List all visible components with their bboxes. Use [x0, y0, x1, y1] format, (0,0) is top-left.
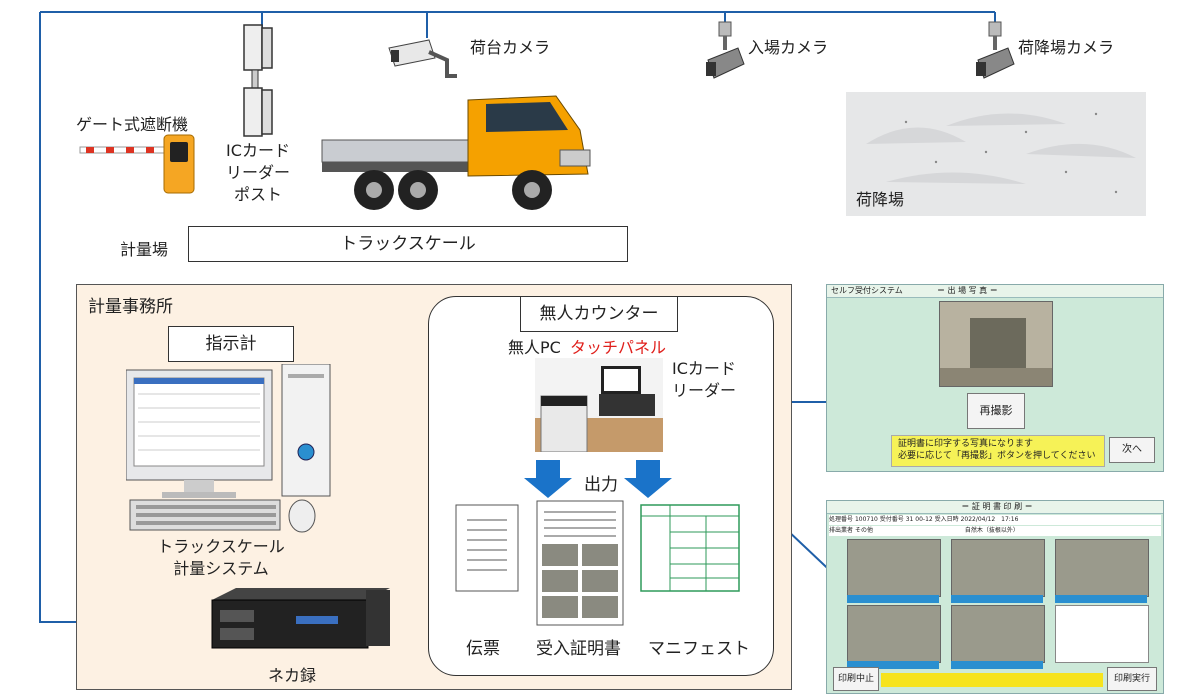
computer-icon	[126, 364, 331, 533]
recorder-label: ネカ録	[268, 666, 317, 685]
unloading-area-label: 荷降場	[856, 190, 905, 209]
entry-camera-label: 入場カメラ	[748, 38, 829, 57]
photo2-caption	[951, 595, 1043, 603]
screen1-system-name: セルフ受付システム	[831, 286, 903, 295]
manifest-document-icon	[640, 504, 740, 592]
deck-camera-label: 荷台カメラ	[470, 38, 551, 57]
scale-area-label: 計量場	[120, 240, 169, 259]
office-label: 計量事務所	[88, 297, 173, 317]
deck-camera-icon	[388, 39, 457, 78]
truck-scale-box: トラックスケール	[188, 226, 628, 262]
unmanned-pc-label: 無人PC	[508, 338, 561, 357]
output-label: 出力	[584, 475, 618, 495]
cert-photo-3	[1055, 539, 1149, 597]
print-button[interactable]: 印刷実行	[1107, 667, 1157, 691]
kiosk-photo	[535, 358, 663, 452]
ic-post-label: ICカードリーダーポスト	[225, 141, 290, 204]
row2-value: その他	[854, 527, 873, 534]
photo3-caption	[1055, 595, 1147, 603]
field4-value: 00-12	[915, 516, 933, 523]
screen1-title: ＝ 出 場 写 真 ＝	[937, 286, 998, 295]
certificate-document-icon	[536, 500, 624, 626]
next-button[interactable]: 次へ	[1109, 437, 1155, 463]
gate-label: ゲート式遮断機	[76, 115, 189, 134]
certificate-label: 受入証明書	[536, 639, 621, 659]
photo1-caption	[847, 595, 939, 603]
screen2-info-row1: 処理番号 100710 受付番号 31 00-12 受入日時 2022/04/1…	[829, 515, 1161, 525]
unmanned-counter-box: 無人カウンター	[520, 296, 678, 332]
ic-reader-post-icon	[243, 24, 273, 137]
field2-label: 受付番号	[879, 516, 904, 523]
cancel-print-button[interactable]: 印刷中止	[833, 667, 879, 691]
field1-value: 100710	[854, 516, 878, 523]
field1-label: 処理番号	[829, 516, 854, 523]
screen1-message-line1: 証明書に印字する写真になります	[898, 439, 1034, 449]
photo5-caption	[951, 661, 1043, 669]
unload-camera-icon	[976, 21, 1015, 79]
weighing-system-label: トラックスケール計量システム	[157, 537, 285, 578]
cert-photo-2	[951, 539, 1045, 597]
slip-document-icon	[455, 504, 519, 592]
field2-value: 31	[905, 516, 914, 523]
photo4-caption	[847, 661, 939, 669]
manifest-label: マニフェスト	[648, 639, 750, 659]
screen1-header: セルフ受付システム ＝ 出 場 写 真 ＝	[827, 285, 1163, 298]
exit-photo-screen: セルフ受付システム ＝ 出 場 写 真 ＝ 再撮影 証明書に印字する写真になりま…	[826, 284, 1164, 472]
row2-item-value: 自然木（抜根以外）	[964, 527, 1019, 534]
retake-button[interactable]: 再撮影	[967, 393, 1025, 429]
cert-info-table	[1055, 605, 1149, 663]
certificate-print-screen: ＝ 証 明 書 印 刷 ＝ 処理番号 100710 受付番号 31 00-12 …	[826, 500, 1164, 694]
cert-photo-4	[847, 605, 941, 663]
entry-camera-icon	[706, 21, 745, 79]
truck-icon	[321, 95, 591, 210]
screen2-warning	[881, 673, 1103, 687]
exit-photo	[939, 301, 1053, 387]
unload-camera-label: 荷降場カメラ	[1018, 38, 1115, 57]
field5-value: 2022/04/12 17:16	[960, 516, 1019, 523]
indicator-box: 指示計	[168, 326, 294, 362]
touch-panel-label: タッチパネル	[570, 338, 667, 357]
screen2-title: ＝ 証 明 書 印 刷 ＝	[961, 502, 1033, 511]
gate-barrier-icon	[79, 134, 195, 194]
cert-photo-5	[951, 605, 1045, 663]
screen2-header: ＝ 証 明 書 印 刷 ＝	[827, 501, 1163, 514]
field5-label: 受入日時	[934, 516, 959, 523]
row2-label: 排出業者	[829, 527, 854, 534]
screen1-message: 証明書に印字する写真になります 必要に応じて「再撮影」ボタンを押してください	[891, 435, 1105, 467]
output-arrows	[524, 460, 672, 498]
slip-label: 伝票	[466, 639, 500, 659]
ic-reader-label: ICカードリーダー	[672, 359, 737, 400]
screen2-info-row2: 排出業者 その他 自然木（抜根以外）	[829, 526, 1161, 536]
unloading-area-image	[846, 92, 1146, 216]
screen1-message-line2: 必要に応じて「再撮影」ボタンを押してください	[898, 451, 1096, 461]
recorder-icon	[211, 588, 390, 649]
cert-photo-1	[847, 539, 941, 597]
